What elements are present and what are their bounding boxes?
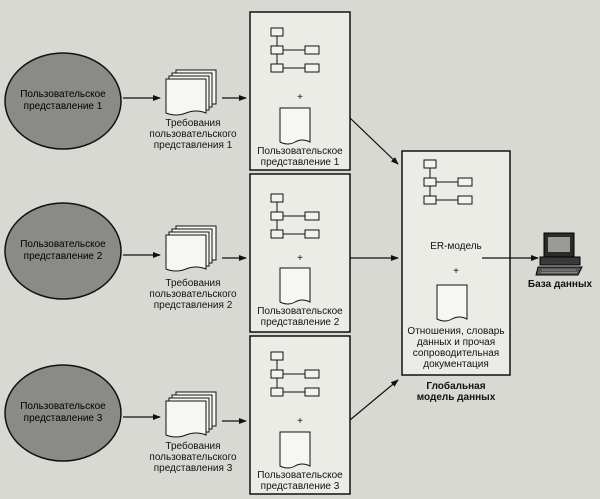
local-model-plus-3: + <box>297 416 303 427</box>
user-view-label-1: Пользовательское представление 1 <box>20 89 106 112</box>
global-model-box <box>401 150 511 376</box>
user-view-label-3: Пользовательское представление 3 <box>20 401 106 424</box>
requirements-stack-icon-3 <box>165 391 217 438</box>
global-docs-label: Отношения, словарь данных и прочая сопро… <box>407 326 505 370</box>
local-model-box-2 <box>249 173 351 333</box>
user-view-ellipse-1 <box>4 52 122 150</box>
local-model-label-3: Пользовательское представление 3 <box>257 470 343 492</box>
local-model-label-2: Пользовательское представление 2 <box>257 306 343 328</box>
user-view-label-2: Пользовательское представление 2 <box>20 239 106 262</box>
requirements-stack-icon-2 <box>165 225 217 272</box>
local-model-label-1: Пользовательское представление 1 <box>257 146 343 168</box>
global-model-caption: Глобальная модель данных <box>416 381 496 403</box>
computer-icon <box>535 232 583 276</box>
global-document-icon <box>436 284 468 322</box>
requirements-label-3: Требования пользовательского представлен… <box>149 441 237 474</box>
requirements-label-2: Требования пользовательского представлен… <box>149 278 237 311</box>
arrow-model1-to-global <box>349 117 399 165</box>
local-model-box-1 <box>249 11 351 171</box>
local-model-plus-1: + <box>297 92 303 103</box>
database-label: База данных <box>527 279 593 290</box>
arrow-model3-to-global <box>349 379 399 421</box>
user-view-ellipse-2 <box>4 202 122 300</box>
requirements-stack-icon-1 <box>165 69 217 116</box>
local-model-box-3 <box>249 335 351 495</box>
document-icon-1 <box>279 107 311 145</box>
global-model-plus: + <box>453 266 459 277</box>
document-icon-3 <box>279 431 311 469</box>
local-model-plus-2: + <box>297 253 303 264</box>
er-model-label: ER-модель <box>430 241 482 252</box>
document-icon-2 <box>279 267 311 305</box>
requirements-label-1: Требования пользовательского представлен… <box>149 118 237 151</box>
user-view-ellipse-3 <box>4 364 122 462</box>
